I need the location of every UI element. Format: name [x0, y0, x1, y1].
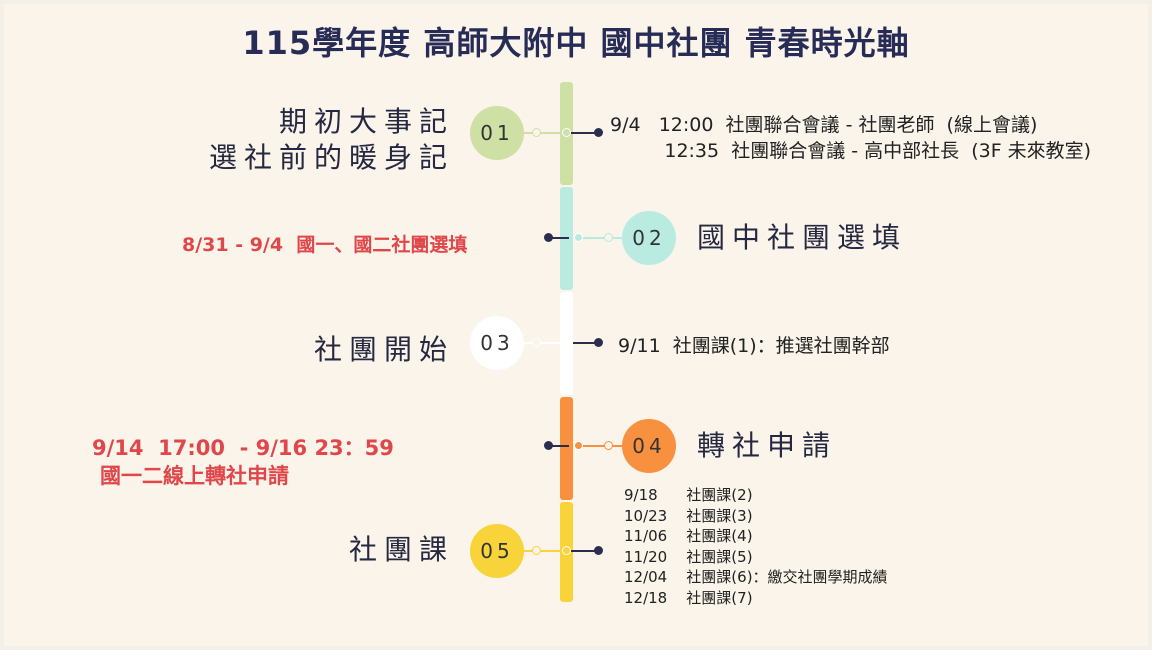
- step-05-schedule: 9/18 社團課(2) 10/23 社團課(3) 11/06 社團課(4) 11…: [624, 485, 888, 609]
- step-05-node-left: [532, 546, 541, 555]
- step-03-heading: 社團開始: [313, 333, 454, 366]
- step-03-connector-left: [524, 342, 566, 344]
- step-04-node-right: [604, 441, 613, 450]
- schedule-item: 10/23 社團課(3): [624, 506, 753, 525]
- step-04-node-left: [544, 441, 553, 450]
- step-05-node-center: [562, 546, 571, 555]
- step-01-connector-right: [571, 132, 597, 134]
- step-02-node-center: [574, 233, 583, 242]
- slide-background: 115學年度 高師大附中 國中社團 青春時光軸 期初大事記 選社前的暖身記 01…: [4, 4, 1148, 646]
- step-04-node-center: [574, 441, 583, 450]
- step-01-connector-left: [524, 132, 566, 134]
- step-05-connector-left: [524, 550, 566, 552]
- step-01-heading-line-1: 期初大事記: [278, 105, 454, 138]
- step-01-heading: 期初大事記 選社前的暖身記: [154, 104, 454, 176]
- step-05-node-right: [594, 546, 603, 555]
- step-03-node-left: [532, 338, 541, 347]
- timeline-segment-04: [560, 397, 573, 500]
- step-03-connector-right: [573, 342, 597, 344]
- schedule-item: 11/06 社團課(4): [624, 527, 753, 546]
- step-04-note: 9/14 17:00 - 9/16 23：59 國一二線上轉社申請: [92, 434, 394, 490]
- step-01-event-1: 9/4 12:00 社團聯合會議 - 社團老師 (線上會議): [610, 114, 1038, 136]
- page-title: 115學年度 高師大附中 國中社團 青春時光軸: [242, 24, 910, 62]
- step-03-number-circle: 03: [470, 316, 524, 370]
- step-04-heading: 轉社申請: [697, 429, 838, 462]
- step-02-node-left: [544, 233, 553, 242]
- step-02-heading: 國中社團選填: [697, 221, 908, 254]
- step-01-event-2: 12:35 社團聯合會議 - 高中部社長 (3F 未來教室): [610, 140, 1092, 162]
- step-01-node-right: [594, 128, 603, 137]
- schedule-item: 11/20 社團課(5): [624, 547, 753, 566]
- timeline-segment-03: [560, 292, 573, 395]
- step-04-note-line-1: 9/14 17:00 - 9/16 23：59: [92, 436, 394, 460]
- step-05-number-circle: 05: [470, 524, 524, 578]
- step-02-number-circle: 02: [622, 211, 676, 265]
- schedule-item: 9/18 社團課(2): [624, 486, 753, 504]
- step-02-connector-left: [549, 237, 569, 239]
- step-03-event: 9/11 社團課(1)：推選社團幹部: [618, 335, 890, 357]
- step-04-connector-left: [549, 445, 569, 447]
- step-01-heading-line-2: 選社前的暖身記: [208, 141, 454, 174]
- schedule-item: 12/18 社團課(7): [624, 588, 753, 607]
- schedule-item: 12/04 社團課(6)：繳交社團學期成績: [624, 568, 888, 587]
- step-02-note: 8/31 - 9/4 國一、國二社團選填: [182, 234, 468, 256]
- step-05-heading: 社團課: [348, 533, 454, 566]
- step-04-connector-right: [583, 445, 623, 447]
- step-04-number-circle: 04: [622, 419, 676, 473]
- step-03-node-right: [594, 338, 603, 347]
- step-02-node-right: [604, 233, 613, 242]
- step-01-node-center: [562, 128, 571, 137]
- step-01-number-circle: 01: [470, 106, 524, 160]
- step-05-connector-right: [571, 550, 597, 552]
- step-04-note-line-2: 國一二線上轉社申請: [100, 464, 289, 488]
- step-01-node-left: [532, 128, 541, 137]
- step-02-connector-right: [583, 237, 623, 239]
